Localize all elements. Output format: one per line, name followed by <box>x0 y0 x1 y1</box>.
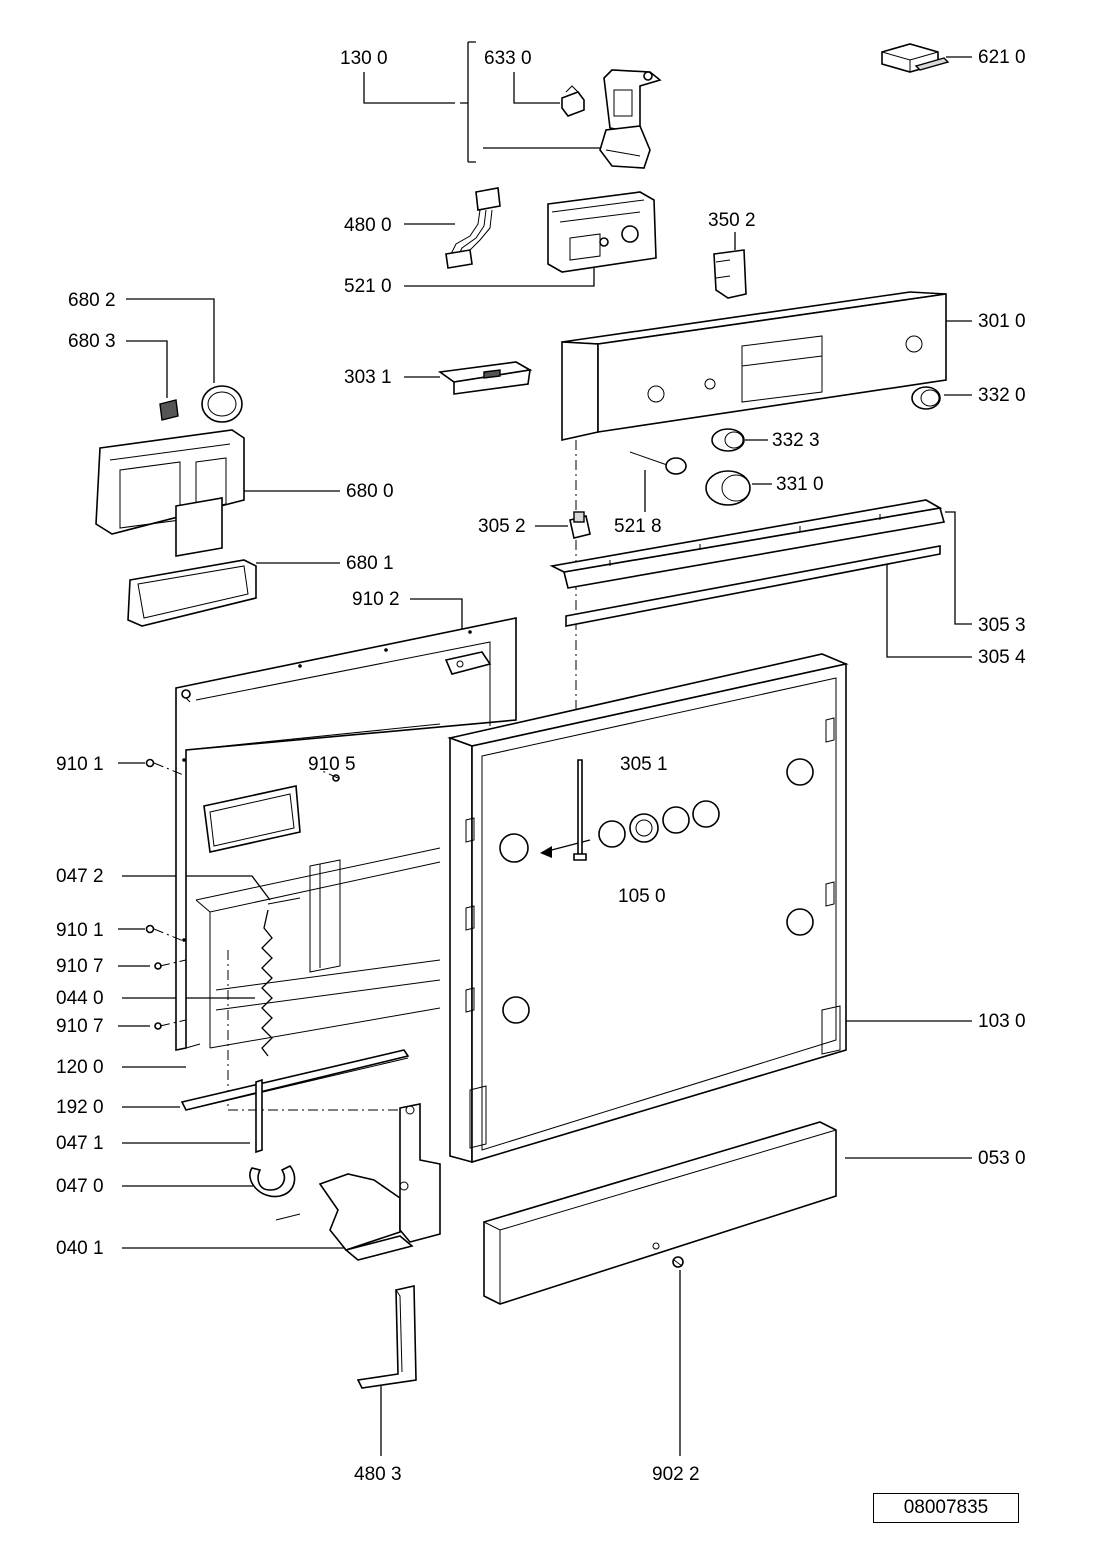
label-9101b: 910 1 <box>56 920 104 941</box>
label-3051: 305 1 <box>620 754 668 775</box>
label-9107b: 910 7 <box>56 1016 104 1037</box>
part-3052-bracket <box>569 511 591 539</box>
part-0471-rod <box>255 1078 263 1154</box>
label-0472: 047 2 <box>56 866 104 887</box>
part-1920-bar <box>180 1049 410 1111</box>
part-3323-button <box>711 428 745 452</box>
part-6802-seal-ring <box>201 385 243 423</box>
part-130-door-lock <box>599 69 662 169</box>
label-6330: 633 0 <box>484 48 532 69</box>
part-1200-inner-door <box>175 617 517 1051</box>
leader-lines <box>118 41 972 1456</box>
part-910-screws <box>145 758 340 1030</box>
part-0440-spring <box>227 897 410 1111</box>
label-3502: 350 2 <box>708 210 756 231</box>
part-6801-gasket <box>127 559 257 627</box>
reference-number: 08007835 <box>873 1493 1019 1523</box>
part-labels: 130 0 633 0 621 0 480 0 521 0 350 2 301 … <box>56 47 1026 1485</box>
part-9022-screw <box>672 1256 684 1268</box>
label-1300: 130 0 <box>340 48 388 69</box>
label-0401: 040 1 <box>56 1238 104 1259</box>
part-5218-shaft <box>629 451 687 475</box>
part-301-control-panel <box>561 291 947 441</box>
label-3310: 331 0 <box>776 474 824 495</box>
part-0470-clamp <box>249 1164 301 1221</box>
label-4803: 480 3 <box>354 1464 402 1485</box>
label-3054: 305 4 <box>978 647 1026 668</box>
label-5210: 521 0 <box>344 276 392 297</box>
part-621-connector <box>881 43 950 73</box>
label-3053: 305 3 <box>978 615 1026 636</box>
label-1030: 103 0 <box>978 1011 1026 1032</box>
part-521-control-module <box>547 191 657 273</box>
label-1920: 192 0 <box>56 1097 104 1118</box>
label-6210: 621 0 <box>978 47 1026 68</box>
label-3320: 332 0 <box>978 385 1026 406</box>
label-0470: 047 0 <box>56 1176 104 1197</box>
part-350-clip <box>713 249 747 299</box>
label-9102: 910 2 <box>352 589 400 610</box>
part-480-harness <box>445 187 501 269</box>
label-6803: 680 3 <box>68 331 116 352</box>
label-4800: 480 0 <box>344 215 392 236</box>
label-6800: 680 0 <box>346 481 394 502</box>
label-0530: 053 0 <box>978 1148 1026 1169</box>
part-303-handle <box>437 361 533 395</box>
label-0440: 044 0 <box>56 988 104 1009</box>
label-3031: 303 1 <box>344 367 392 388</box>
label-6802: 680 2 <box>68 290 116 311</box>
label-3052: 305 2 <box>478 516 526 537</box>
part-633-switch <box>561 85 585 117</box>
part-332-button <box>911 386 941 410</box>
part-9102-hinge <box>444 651 492 675</box>
label-1200: 120 0 <box>56 1057 104 1078</box>
label-3323: 332 3 <box>772 430 820 451</box>
label-6801: 680 1 <box>346 553 394 574</box>
part-6803-cap <box>159 399 179 421</box>
part-331-knob <box>705 470 751 506</box>
part-0530-kickplate <box>483 1121 837 1305</box>
label-1050: 105 0 <box>618 886 666 907</box>
part-0401-hinge-mechanism <box>318 1103 441 1261</box>
label-5218: 521 8 <box>614 516 662 537</box>
part-1030-outer-door <box>447 653 849 1164</box>
part-4803-bracket <box>356 1285 417 1389</box>
label-3010: 301 0 <box>978 311 1026 332</box>
label-9022: 902 2 <box>652 1464 700 1485</box>
part-3053-rail <box>549 499 946 589</box>
label-9105: 910 5 <box>308 754 356 775</box>
label-9107a: 910 7 <box>56 956 104 977</box>
part-6800-dispenser <box>95 429 245 557</box>
label-9101a: 910 1 <box>56 754 104 775</box>
part-3054-rail <box>565 545 941 627</box>
label-0471: 047 1 <box>56 1133 104 1154</box>
part-3051-pin <box>573 759 587 861</box>
